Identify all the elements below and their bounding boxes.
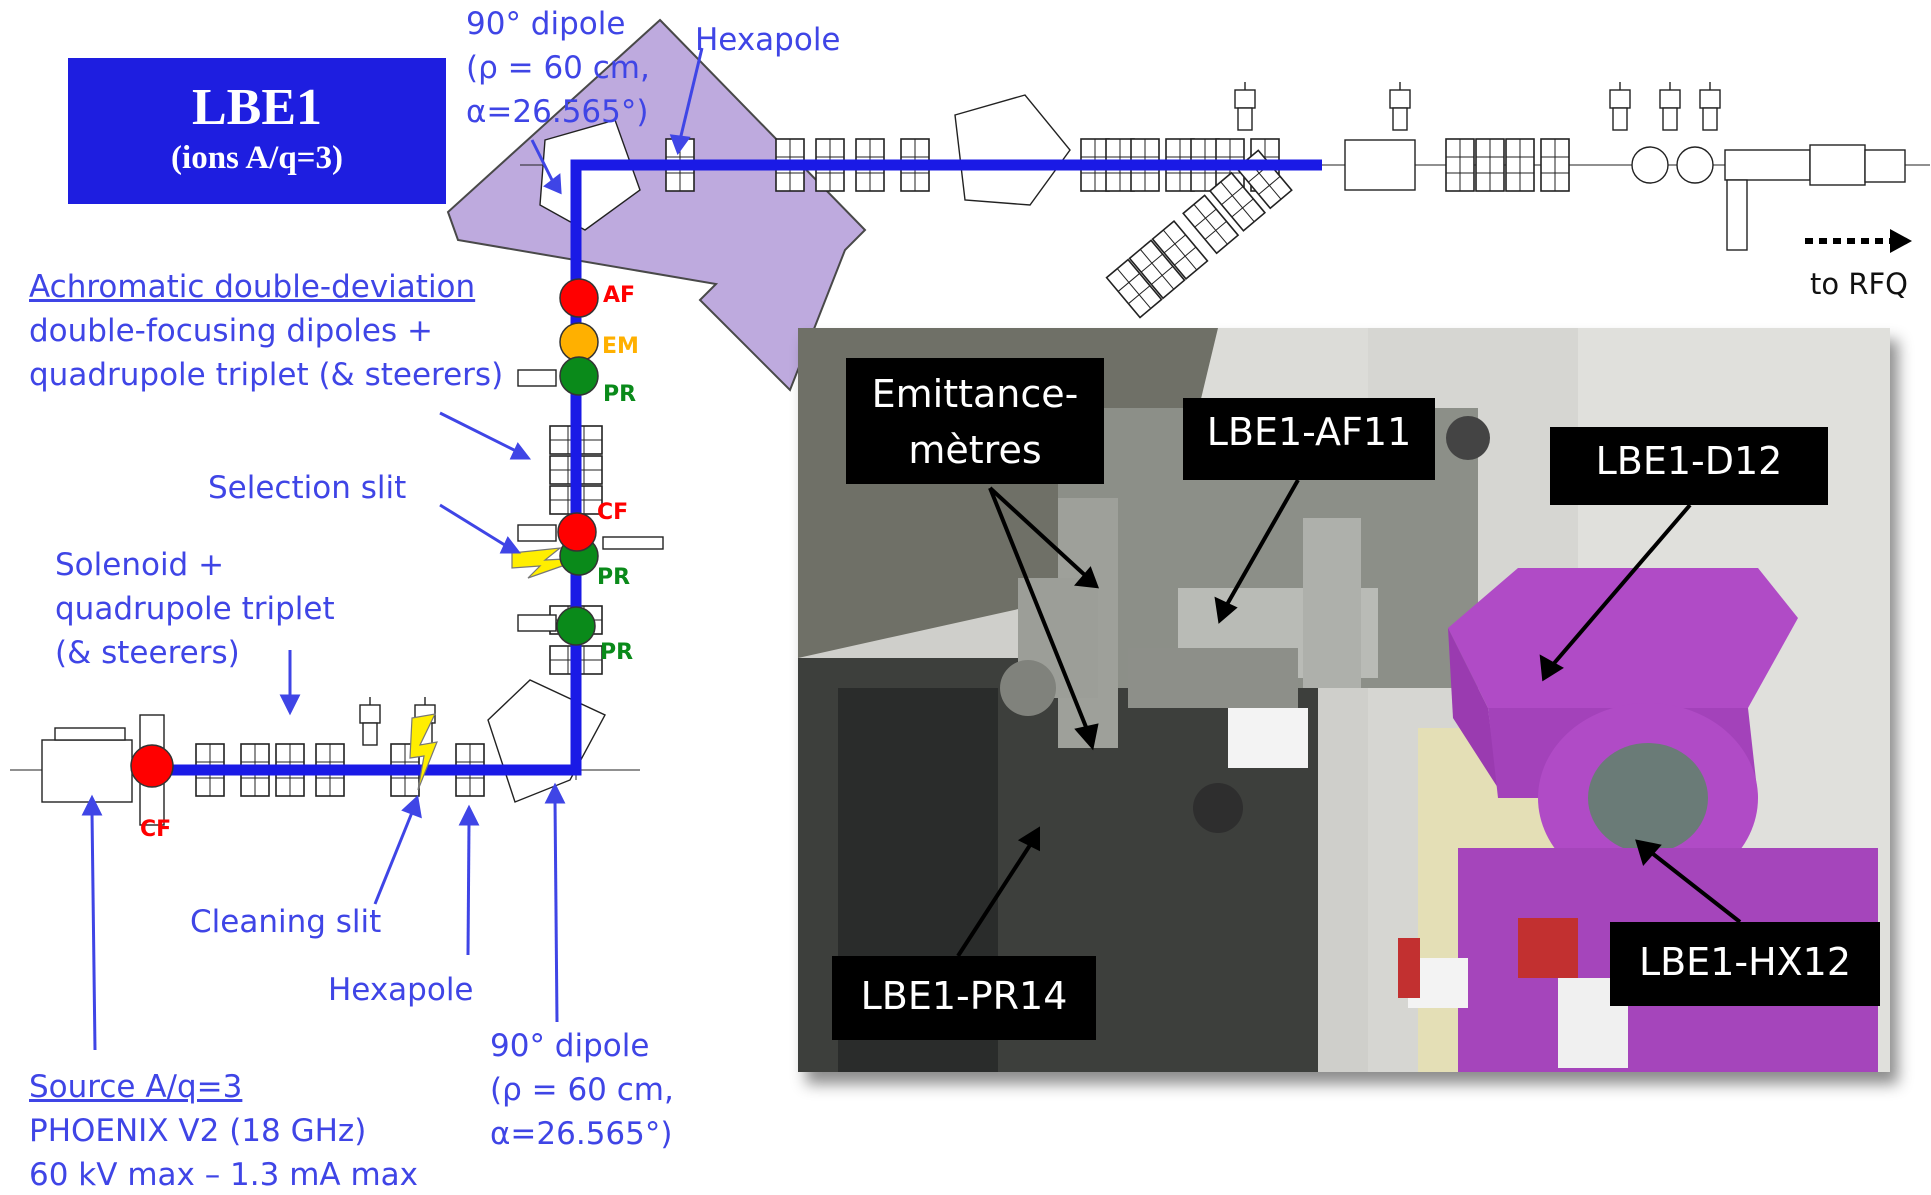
cleaning-slit-label: Cleaning slit <box>190 904 382 940</box>
dipole-bottom-label-line2: (ρ = 60 cm, <box>490 1072 674 1108</box>
beam-path <box>148 159 1322 776</box>
dipole-top-label-line3: α=26.565°) <box>466 94 649 130</box>
diag-cf-source-tag: CF <box>140 817 172 842</box>
hexapole-bottom-label: Hexapole <box>328 972 474 1008</box>
dipole-top-label-line2: (ρ = 60 cm, <box>466 50 650 86</box>
diag-cf-mid-marker <box>557 512 597 552</box>
diag-af-tag: AF <box>603 283 636 308</box>
hexapole-top-label: Hexapole <box>695 22 841 58</box>
diag-pr3-tag: PR <box>600 640 634 665</box>
dipole-top-label-line1: 90° dipole <box>466 6 626 42</box>
title-box: LBE1 (ions A/q=3) <box>68 58 446 204</box>
solenoid-label-line2: quadrupole triplet <box>55 591 335 627</box>
callout-emittance: Emittance- mètres <box>846 358 1104 484</box>
diag-cf-mid-tag: CF <box>597 500 629 525</box>
top-beamline-components <box>520 81 1930 319</box>
diag-pr1-tag: PR <box>603 382 637 407</box>
solenoid-label-line3: (& steerers) <box>55 635 240 671</box>
diag-cf-source-marker <box>130 744 174 788</box>
diag-pr3-marker <box>556 606 596 646</box>
cleaning-slit-icon <box>409 713 438 791</box>
achromatic-label-line2: double-focusing dipoles + <box>29 313 433 349</box>
callout-hx12: LBE1-HX12 <box>1610 922 1880 1006</box>
selection-slit-label: Selection slit <box>208 470 407 506</box>
callout-emittance-line1: Emittance- <box>871 372 1079 416</box>
achromatic-label-line3: quadrupole triplet (& steerers) <box>29 357 504 393</box>
achromatic-label-line1: Achromatic double-deviation <box>29 269 476 305</box>
callout-d12: LBE1-D12 <box>1550 427 1828 505</box>
source-label-line1: Source A/q=3 <box>29 1069 243 1105</box>
diag-em-tag: EM <box>602 334 639 359</box>
to-rfq-label: to RFQ <box>1810 267 1908 301</box>
diag-pr1-marker <box>559 356 599 396</box>
selection-slit-icon <box>511 547 586 579</box>
solenoid-label-line1: Solenoid + <box>55 547 225 583</box>
diag-pr2-tag: PR <box>597 565 631 590</box>
source-label-line3: 60 kV max – 1.3 mA max <box>29 1157 419 1193</box>
pointer-arrows <box>81 47 704 1051</box>
title-sub: (ions A/q=3) <box>171 140 343 176</box>
title-main: LBE1 <box>191 79 323 136</box>
source-label-line2: PHOENIX V2 (18 GHz) <box>29 1113 367 1149</box>
callout-pr14: LBE1-PR14 <box>832 956 1096 1040</box>
dipole-bottom-label-line3: α=26.565°) <box>490 1116 673 1152</box>
diag-af-marker <box>559 278 599 318</box>
dipole-bottom-label-line1: 90° dipole <box>490 1028 650 1064</box>
to-rfq-arrow <box>1805 229 1912 253</box>
callout-emittance-line2: mètres <box>908 428 1042 472</box>
zoom-arrow <box>446 18 867 392</box>
callout-af11: LBE1-AF11 <box>1183 398 1435 480</box>
